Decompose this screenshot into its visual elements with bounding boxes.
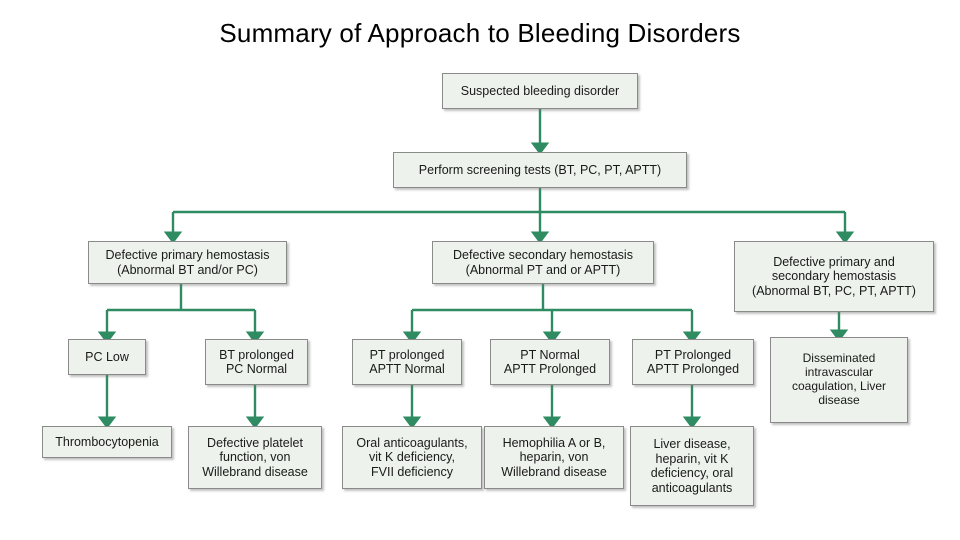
node-defective-platelet-function[interactable]: Defective platelet function, von Willebr… [188, 426, 322, 489]
node-label: Defective secondary hemostasis (Abnormal… [453, 248, 633, 277]
node-hemophilia[interactable]: Hemophilia A or B, heparin, von Willebra… [484, 426, 624, 489]
node-label: BT prolonged PC Normal [219, 347, 294, 377]
node-liver-disease[interactable]: Liver disease, heparin, vit K deficiency… [630, 426, 754, 506]
node-pc-low[interactable]: PC Low [68, 339, 146, 375]
node-pt-prolonged-aptt-normal[interactable]: PT prolonged APTT Normal [352, 339, 462, 385]
node-label: Suspected bleeding disorder [460, 83, 620, 98]
node-label: Hemophilia A or B, heparin, von Willebra… [501, 435, 607, 479]
node-bt-prolonged-pc-normal[interactable]: BT prolonged PC Normal [205, 339, 308, 385]
node-label: Liver disease, heparin, vit K deficiency… [650, 437, 734, 495]
node-defective-primary-and-secondary-hemostasis[interactable]: Defective primary and secondary hemostas… [734, 241, 934, 312]
node-label: Defective primary hemostasis (Abnormal B… [105, 248, 270, 277]
node-label: PT prolonged APTT Normal [369, 347, 445, 377]
node-pt-prolonged-aptt-prolonged[interactable]: PT Prolonged APTT Prolonged [632, 339, 754, 385]
node-disseminated-intravascular-coagulation[interactable]: Disseminated intravascular coagulation, … [770, 337, 908, 423]
page-title: Summary of Approach to Bleeding Disorder… [219, 18, 741, 48]
node-pt-normal-aptt-prolonged[interactable]: PT Normal APTT Prolonged [490, 339, 610, 385]
node-label: Perform screening tests (BT, PC, PT, APT… [418, 162, 662, 177]
node-label: Defective platelet function, von Willebr… [202, 435, 308, 479]
node-label: Oral anticoagulants, vit K deficiency, F… [356, 435, 468, 479]
node-suspected-bleeding-disorder[interactable]: Suspected bleeding disorder [442, 73, 638, 109]
node-label: PT Normal APTT Prolonged [503, 347, 597, 377]
node-label: Thrombocytopenia [55, 434, 159, 449]
node-defective-secondary-hemostasis[interactable]: Defective secondary hemostasis (Abnormal… [432, 241, 654, 284]
node-label: PC Low [85, 349, 129, 364]
node-thrombocytopenia[interactable]: Thrombocytopenia [42, 426, 172, 458]
node-label: PT Prolonged APTT Prolonged [646, 347, 740, 377]
node-screening-tests[interactable]: Perform screening tests (BT, PC, PT, APT… [393, 152, 687, 188]
node-label: Disseminated intravascular coagulation, … [791, 351, 887, 407]
node-defective-primary-hemostasis[interactable]: Defective primary hemostasis (Abnormal B… [88, 241, 287, 284]
node-label: Defective primary and secondary hemostas… [752, 254, 916, 298]
node-oral-anticoagulants[interactable]: Oral anticoagulants, vit K deficiency, F… [342, 426, 482, 489]
